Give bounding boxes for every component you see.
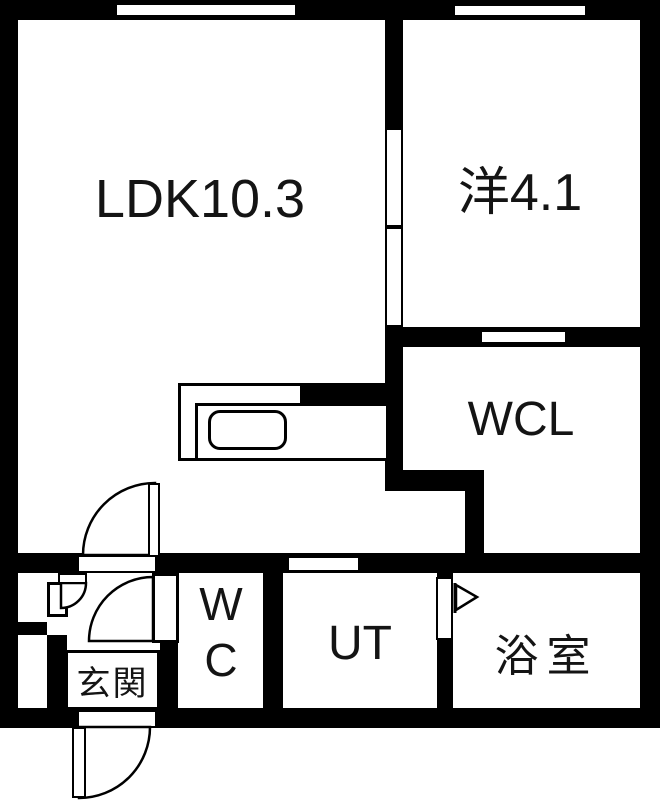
kitchen-counter-inner-line-v [195,403,198,458]
doorway-ldk-ut [287,556,360,572]
ut-label: UT [328,617,392,670]
door-swing-arc-ldk [81,481,157,557]
door-bath-panel [436,577,453,640]
wall-wcl-lower-left [465,491,484,573]
wall-wc-ut [263,573,283,708]
window-western [453,4,587,17]
wall-bottom [0,708,660,728]
genkan-label: 玄関 [76,664,149,703]
closet-door-wcl [480,330,567,344]
door-leaf-ldk [148,483,160,557]
western-room-label: 洋4.1 [457,164,583,222]
kitchen-counter-inner-line-h [195,403,387,406]
door-swing-arc-front [77,725,152,800]
door-swing-arc-shoebox [59,581,88,610]
wcl-label: WCL [467,393,575,446]
bath-door-flag-icon [454,582,480,613]
wc-label-line1: W [199,578,243,630]
door-swing-arc-wc [87,575,155,643]
door-leaf-wc [152,573,179,643]
wall-wcl-jog [385,470,484,491]
wall-genkan-left-block [47,635,67,708]
wc-label: W C [178,576,264,688]
wall-hall-wc [160,640,178,708]
sliding-door-western-panel-1 [385,128,403,227]
wall-right [640,0,660,728]
kitchen-partition-bar [300,385,403,405]
ldk-label: LDK10.3 [94,169,306,229]
door-leaf-shoebox [58,573,87,584]
window-ldk [115,3,297,17]
door-leaf-front [72,727,86,798]
genkan-area: 玄関 [65,650,160,710]
wall-alcove-bar [18,622,47,635]
bath-label: 浴室 [494,632,599,681]
wall-ldk-western-upper [385,20,403,128]
sliding-door-western-panel-2 [385,227,403,327]
kitchen-sink-icon [208,410,287,450]
wall-ldk-wcl-upper [385,327,403,490]
wall-left [0,0,18,728]
wc-label-line2: C [204,634,238,686]
